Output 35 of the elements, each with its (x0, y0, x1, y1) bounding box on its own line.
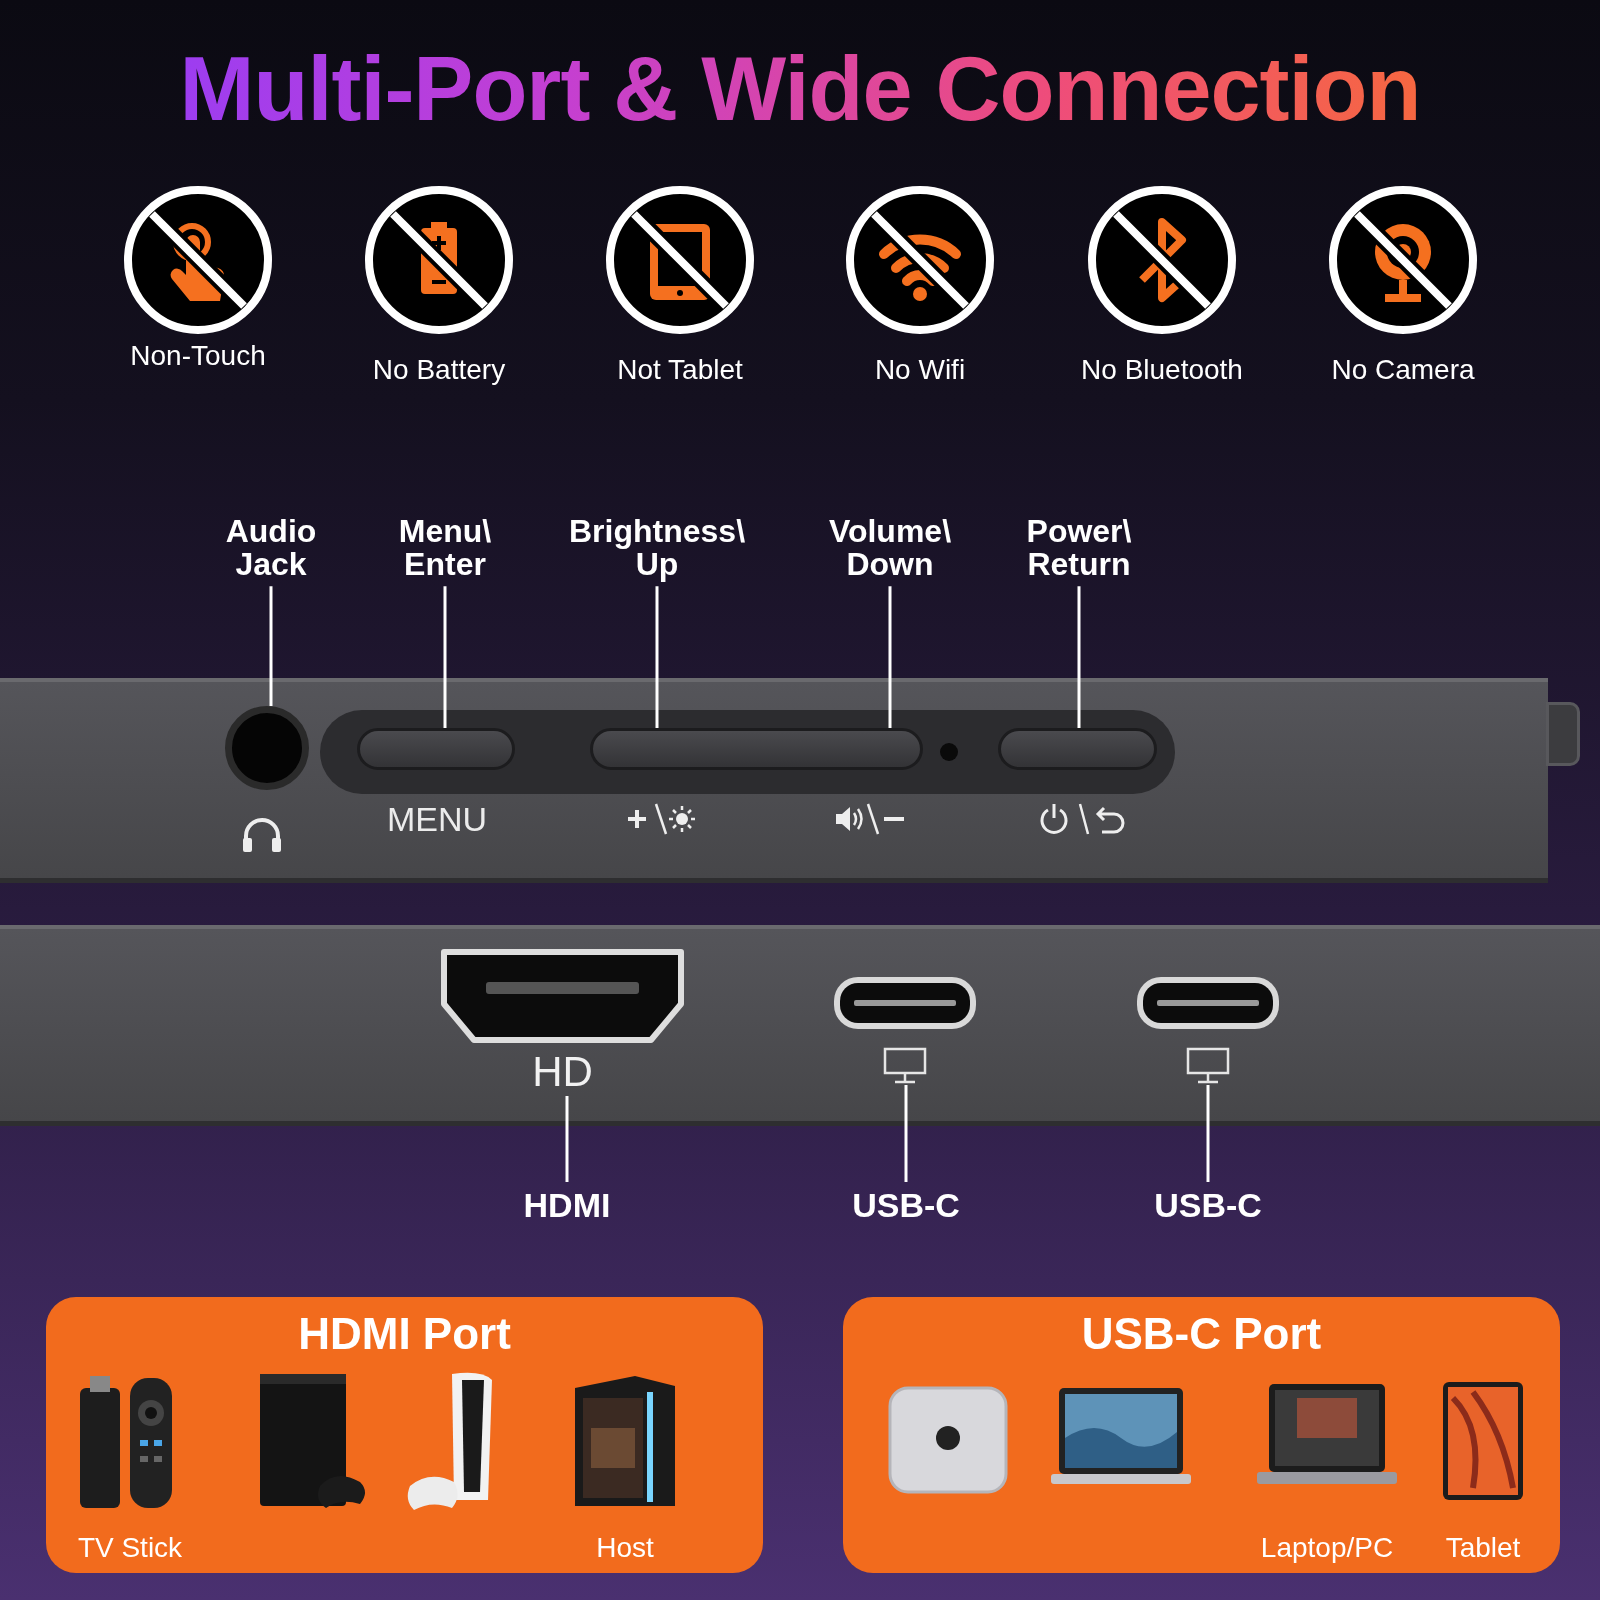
feature-label: No Bluetooth (1081, 354, 1243, 386)
device-label: Host (596, 1532, 654, 1564)
button (357, 728, 515, 770)
leader-line (1077, 586, 1081, 728)
button-label: MENU (386, 800, 488, 839)
leader-line (1206, 1085, 1210, 1182)
callout-label: USB-C (1154, 1188, 1262, 1223)
device-label: Laptop/PC (1260, 1532, 1394, 1564)
button (590, 728, 923, 770)
port-label: HD (531, 1048, 594, 1096)
leader-line (888, 586, 892, 728)
leader-line (565, 1096, 569, 1182)
port-panel (46, 1297, 763, 1573)
leader-line (655, 586, 659, 728)
device-label: TV Stick (77, 1532, 183, 1564)
device-label: Tablet (1445, 1532, 1521, 1564)
leader-line (269, 586, 273, 706)
panel-heading: HDMI Port (297, 1309, 512, 1359)
port-panel (843, 1297, 1560, 1573)
feature-label: No Wifi (874, 354, 966, 386)
feature-label: No Camera (1331, 354, 1475, 386)
leader-line (904, 1085, 908, 1182)
callout-label: Brightness\ Up (569, 515, 745, 581)
leader-line (443, 586, 447, 728)
button (998, 728, 1157, 770)
feature-label: Not Tablet (617, 354, 743, 386)
callout-label: USB-C (852, 1188, 960, 1223)
callout-label: Power\ Return (1026, 515, 1132, 581)
feature-label: No Battery (372, 354, 506, 386)
callout-label: Menu\ Enter (398, 515, 492, 581)
callout-label: Volume\ Down (828, 515, 952, 581)
callout-label: HDMI (523, 1188, 611, 1223)
panel-heading: USB-C Port (1080, 1309, 1323, 1359)
feature-label: Non-Touch (130, 340, 266, 372)
callout-label: Audio Jack (225, 515, 317, 581)
